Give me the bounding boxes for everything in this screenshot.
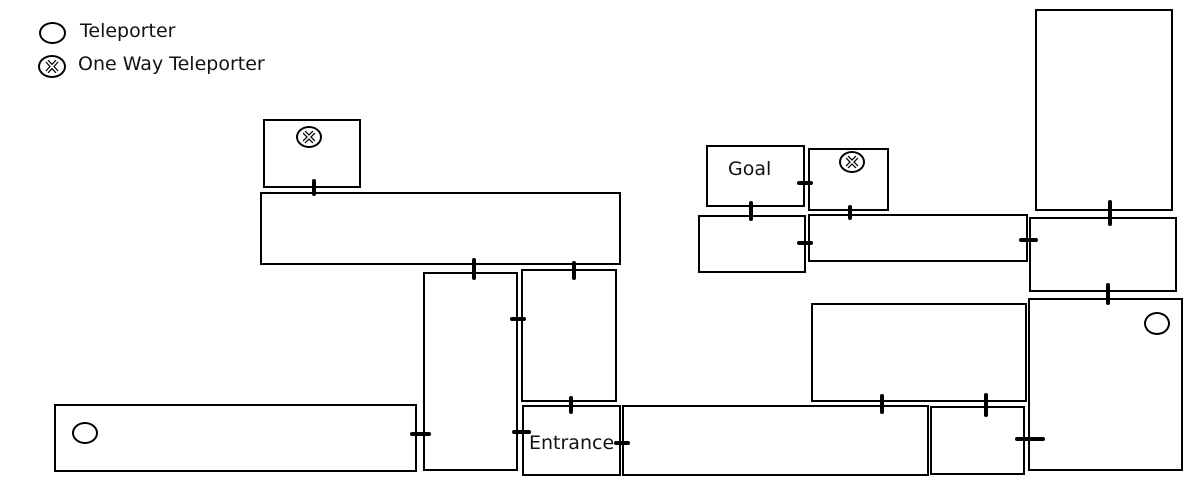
door (848, 205, 852, 220)
teleporter-icon (72, 422, 98, 444)
room-small-south-east (930, 406, 1025, 475)
door (312, 179, 316, 196)
room-central-north (521, 269, 617, 402)
door (512, 430, 531, 434)
legend-one-way-teleporter-label: One Way Teleporter (78, 53, 265, 75)
goal-label: Goal (728, 158, 772, 180)
door (880, 394, 884, 414)
entrance-label: Entrance (529, 432, 615, 454)
door (410, 432, 431, 436)
room-long-north-west (260, 192, 621, 265)
door (797, 181, 813, 185)
teleporter-icon (1144, 312, 1170, 335)
door (1015, 437, 1045, 441)
legend-teleporter-label: Teleporter (80, 20, 176, 42)
legend-one-way-teleporter-icon (38, 55, 66, 78)
room-tall-corridor (423, 272, 518, 471)
door (614, 441, 630, 445)
room-long-south (622, 405, 929, 476)
door (984, 393, 988, 417)
room-east-middle (811, 303, 1027, 402)
room-entrance (522, 405, 621, 476)
door (1106, 283, 1110, 305)
room-long-north-east (808, 214, 1028, 262)
one-way-teleporter-icon (296, 126, 322, 148)
door (1019, 238, 1038, 242)
room-east-junction (1029, 217, 1177, 292)
legend-teleporter-icon (39, 22, 66, 44)
one-way-teleporter-icon (839, 151, 865, 173)
door (1108, 200, 1112, 226)
door (572, 261, 576, 280)
door (510, 317, 526, 321)
room-teleporter-west (54, 404, 417, 472)
room-tall-north-east (1035, 9, 1173, 211)
door (749, 201, 753, 221)
room-goal (706, 145, 805, 207)
room-below-goal (698, 215, 806, 273)
door (797, 241, 813, 245)
door (472, 258, 476, 280)
door (569, 396, 573, 414)
